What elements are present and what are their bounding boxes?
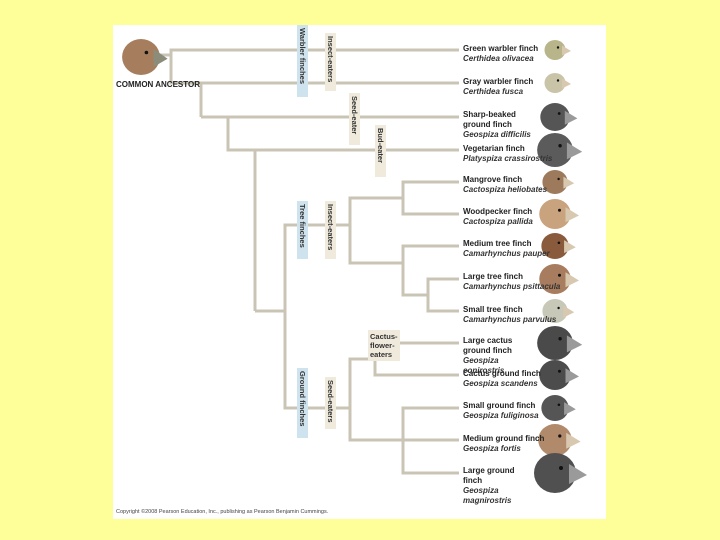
tree-branch: [348, 225, 459, 265]
finch-head-icon: [541, 233, 576, 259]
tree-finch-branch: [255, 223, 350, 313]
cactus-flower-eaters-label: Cactus-flower-eaters: [368, 330, 400, 361]
ancestor-bird-head-icon: [122, 39, 168, 75]
tree-branch: [373, 359, 459, 377]
finch-head-icon: [537, 133, 583, 167]
tree-branch: [348, 406, 459, 442]
tree-branch: [169, 55, 459, 85]
seed-eater-label: Seed-eater: [349, 93, 360, 145]
ground-finch-branch: [283, 311, 350, 410]
copyright-text: Copyright ©2008 Pearson Education, Inc.,…: [116, 509, 329, 515]
finch-head-icon: [537, 326, 583, 360]
tree-branch: [426, 295, 459, 313]
insect-eaters-tree-label: Insect-eaters: [325, 201, 336, 259]
finch-head-icon: [544, 40, 571, 60]
tree-finches-label: Tree finches: [297, 201, 308, 259]
warbler-finches-label: Warbler finches: [297, 25, 308, 97]
finch-head-icon: [541, 395, 576, 421]
common-ancestor-label: COMMON ANCESTOR: [116, 80, 200, 89]
finch-head-icon: [544, 73, 571, 93]
diagram-panel: COMMON ANCESTOR Warbler finches Tree fin…: [113, 25, 606, 519]
seed-eaters-label: Seed-eaters: [325, 377, 336, 429]
tree-branch: [401, 263, 459, 297]
finch-head-icon: [542, 299, 575, 323]
finch-head-icon: [538, 424, 581, 456]
tree-branch: [401, 198, 459, 216]
finch-head-icon: [542, 170, 575, 194]
ground-finches-label: Ground finches: [297, 368, 308, 438]
finch-head-icon: [539, 360, 579, 390]
ancestor-branch: [158, 48, 459, 57]
finch-head-icon: [539, 199, 579, 229]
finch-head-icon: [534, 453, 587, 493]
branch-vegetarian: [226, 117, 459, 152]
finch-head-icon: [539, 264, 579, 294]
finch-head-icon: [540, 103, 578, 131]
tree-branch: [401, 440, 459, 475]
insect-eaters-warbler-label: Insect-eaters: [325, 33, 336, 91]
bud-eater-label: Bud-eater: [375, 125, 386, 177]
